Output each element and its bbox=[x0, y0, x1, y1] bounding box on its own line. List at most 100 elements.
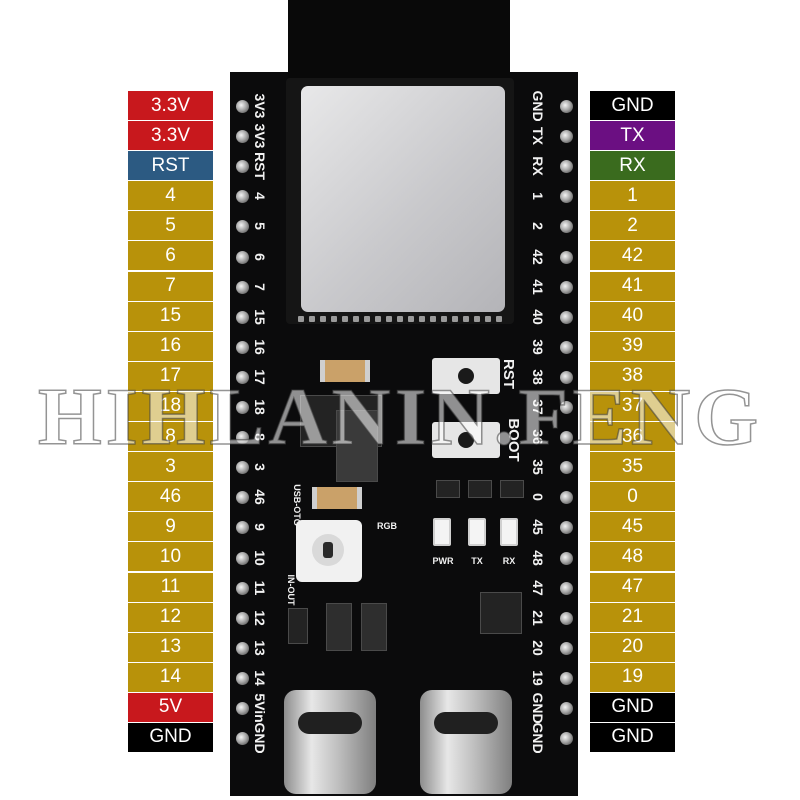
left-header-pin bbox=[236, 220, 249, 234]
left-header-pin bbox=[236, 491, 249, 505]
pwr-led-label: PWR bbox=[432, 556, 454, 566]
left-header-pin bbox=[236, 401, 249, 414]
left-pin-label: GND bbox=[128, 722, 213, 752]
castellation-pad bbox=[441, 316, 447, 322]
right-pin-label: GND bbox=[590, 722, 675, 752]
left-pin-label: 14 bbox=[128, 662, 213, 692]
left-pin-label: 16 bbox=[128, 331, 213, 361]
boot-button-label: BOOT bbox=[505, 418, 522, 462]
left-silkscreen-label: GND bbox=[252, 722, 268, 754]
right-header-pin bbox=[560, 671, 573, 685]
diode-2 bbox=[326, 603, 352, 651]
left-pin-label: 5V bbox=[128, 692, 213, 722]
castellation-pad bbox=[342, 316, 348, 322]
castellation-pad bbox=[419, 316, 425, 322]
right-pin-label: 39 bbox=[590, 331, 675, 361]
right-pin-label: 40 bbox=[590, 301, 675, 331]
pwr-led bbox=[433, 518, 451, 546]
right-header-pin bbox=[560, 581, 573, 595]
tx-led-label: TX bbox=[471, 556, 483, 566]
right-silkscreen-label: GND bbox=[530, 722, 546, 754]
right-pin-label: 2 bbox=[590, 211, 675, 241]
left-header-pin bbox=[236, 160, 249, 174]
capacitor bbox=[320, 360, 370, 382]
left-pin-label: 15 bbox=[128, 301, 213, 331]
right-pin-label: GND bbox=[590, 692, 675, 722]
usb-otg-label: USB-OTG bbox=[292, 484, 302, 526]
castellation-pad bbox=[353, 316, 359, 322]
castellation-pad bbox=[408, 316, 414, 322]
right-pin-label: 38 bbox=[590, 361, 675, 391]
left-pin-label: 3.3V bbox=[128, 91, 213, 120]
usb-uart-chip bbox=[480, 592, 522, 634]
castellation-pad bbox=[463, 316, 469, 322]
right-pin-label: TX bbox=[590, 121, 675, 151]
left-pin-label: RST bbox=[128, 151, 213, 181]
left-header-pin bbox=[236, 100, 249, 113]
castellation-pad bbox=[397, 316, 403, 322]
right-pin-label: 48 bbox=[590, 542, 675, 572]
left-header-pin bbox=[236, 551, 249, 565]
left-header-pin bbox=[236, 702, 249, 715]
right-header-pin bbox=[560, 401, 573, 414]
rx-led-label: RX bbox=[502, 556, 516, 566]
left-pin-label: 3.3V bbox=[128, 121, 213, 151]
left-header-pin bbox=[236, 431, 249, 445]
diode-3 bbox=[361, 603, 387, 651]
castellation-pad bbox=[474, 316, 480, 322]
right-pin-label: 19 bbox=[590, 662, 675, 692]
transistor-3 bbox=[500, 480, 524, 498]
module-castellations-bottom bbox=[298, 316, 502, 322]
right-header-pin bbox=[560, 370, 573, 384]
boot-button[interactable] bbox=[432, 422, 500, 458]
right-header-pin bbox=[560, 340, 573, 354]
left-pin-label: 4 bbox=[128, 181, 213, 211]
left-pin-label: 9 bbox=[128, 512, 213, 542]
right-header-pin bbox=[560, 641, 573, 655]
left-header-pin bbox=[236, 340, 249, 354]
transistor-1 bbox=[436, 480, 460, 498]
left-header-pin bbox=[236, 521, 249, 535]
rgb-label: RGB bbox=[377, 521, 397, 531]
left-pin-label: 6 bbox=[128, 241, 213, 271]
castellation-pad bbox=[375, 316, 381, 322]
usb-c-port-2[interactable] bbox=[420, 690, 512, 794]
left-header-pin bbox=[236, 611, 249, 625]
left-pin-label: 12 bbox=[128, 602, 213, 632]
left-header-pin bbox=[236, 671, 249, 685]
castellation-pad bbox=[485, 316, 491, 322]
left-header-pin bbox=[236, 641, 249, 655]
right-header-pin bbox=[560, 521, 573, 535]
left-header-pin bbox=[236, 190, 249, 204]
right-pin-label: 21 bbox=[590, 602, 675, 632]
castellation-pad bbox=[452, 316, 458, 322]
tx-led bbox=[468, 518, 486, 546]
left-pin-label: 5 bbox=[128, 211, 213, 241]
regulator-tab bbox=[336, 410, 378, 482]
rst-button[interactable] bbox=[432, 358, 500, 394]
transistor-2 bbox=[468, 480, 492, 498]
right-header-pin bbox=[560, 611, 573, 625]
right-pin-label: 47 bbox=[590, 572, 675, 602]
left-header-pin bbox=[236, 461, 249, 475]
capacitor-2 bbox=[312, 487, 362, 509]
castellation-pad bbox=[364, 316, 370, 322]
right-header-pin bbox=[560, 491, 573, 505]
pcb-antenna bbox=[288, 0, 510, 78]
castellation-pad bbox=[430, 316, 436, 322]
right-pin-label: 37 bbox=[590, 391, 675, 421]
left-header-pin bbox=[236, 130, 249, 144]
right-header-pin bbox=[560, 280, 573, 294]
diode-1 bbox=[288, 608, 308, 644]
right-header-pin bbox=[560, 130, 573, 144]
right-pin-label: RX bbox=[590, 151, 675, 181]
usb-c-port-1[interactable] bbox=[284, 690, 376, 794]
right-header-pin bbox=[560, 310, 573, 324]
right-header-pin bbox=[560, 220, 573, 234]
right-pin-label: 45 bbox=[590, 512, 675, 542]
rgb-led bbox=[296, 520, 362, 582]
right-pin-label: 42 bbox=[590, 241, 675, 271]
right-header-pin bbox=[560, 100, 573, 113]
